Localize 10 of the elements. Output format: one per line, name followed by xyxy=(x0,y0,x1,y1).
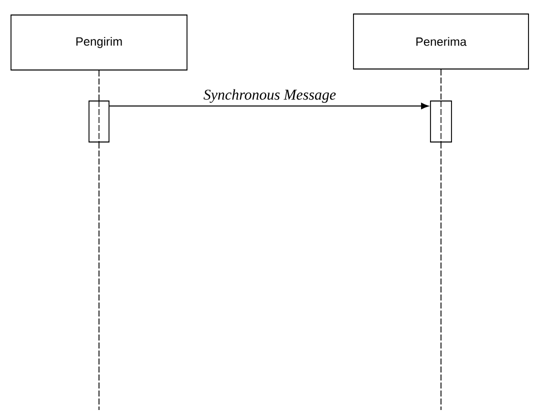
activation-bar xyxy=(430,100,452,142)
lifeline-head-box: Pengirim xyxy=(10,14,188,70)
lifeline xyxy=(440,142,442,410)
lifeline xyxy=(440,69,442,101)
lifeline-head-box: Penerima xyxy=(353,14,529,70)
activation-bar xyxy=(88,100,110,142)
message-arrow xyxy=(109,102,429,110)
lifeline xyxy=(98,70,100,101)
lifeline xyxy=(98,142,100,410)
edge-label: Synchronous Message xyxy=(202,88,338,104)
